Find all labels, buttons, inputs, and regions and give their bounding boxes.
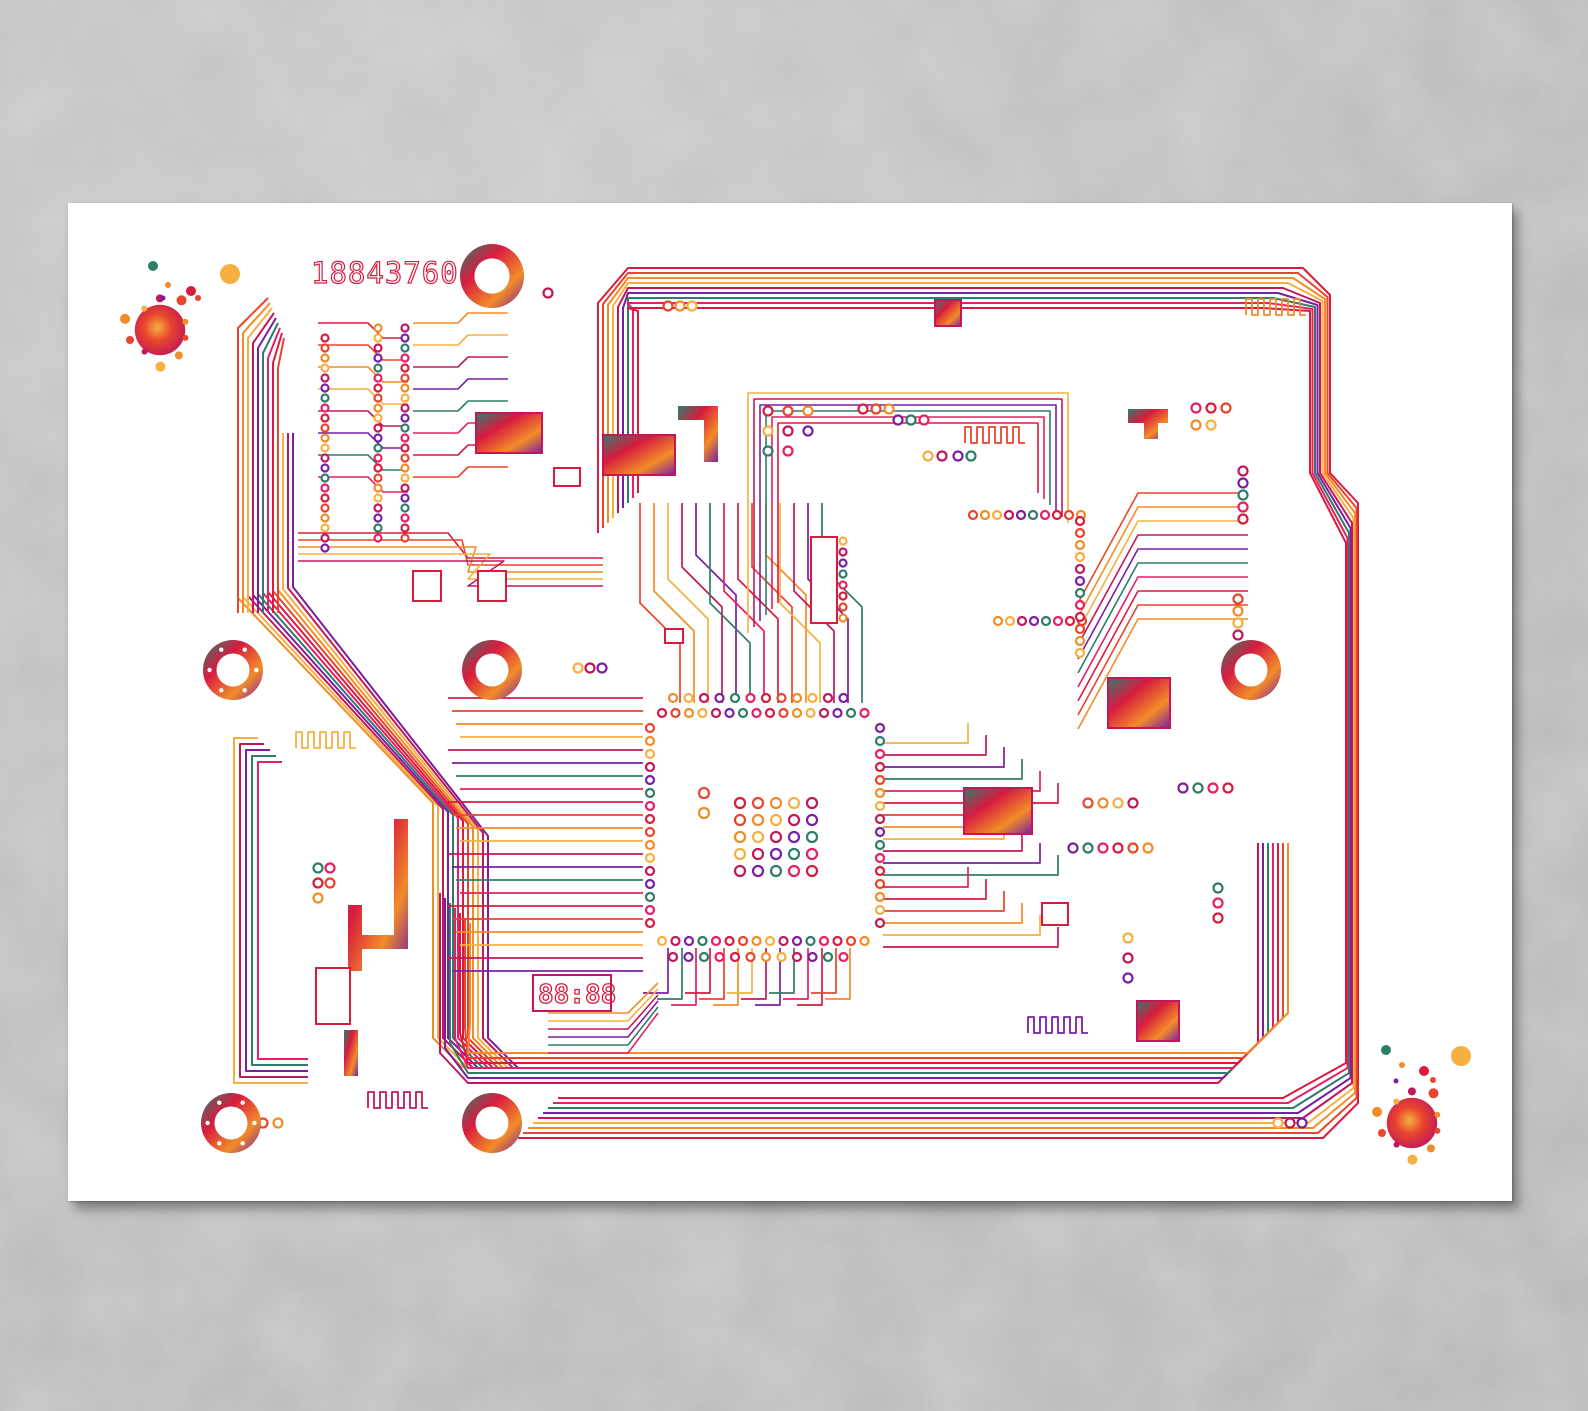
component-l-icon	[348, 819, 408, 971]
paint-drop	[148, 261, 158, 271]
chip-icon	[475, 412, 543, 454]
splatter-icon	[1372, 1087, 1441, 1165]
mounting-hole-icon	[1221, 640, 1281, 700]
chip-icon	[963, 787, 1033, 835]
paint-drop	[1381, 1045, 1391, 1055]
left-trace-bus	[233, 297, 308, 1084]
mounting-holes	[201, 244, 1281, 1153]
circuit-board-poster: 18843760	[68, 203, 1512, 1201]
component-l-icon	[678, 406, 718, 462]
paint-drop	[1451, 1046, 1471, 1066]
paint-drop	[160, 295, 166, 301]
paint-drop	[1399, 1062, 1405, 1068]
bottom-trace-bus	[439, 843, 1289, 1084]
segment-display-reading: 88:88	[538, 980, 616, 1010]
paint-drop	[1430, 1077, 1436, 1083]
chip-icon	[934, 299, 962, 327]
paint-drop	[1393, 1078, 1399, 1084]
paint-drop	[165, 282, 171, 288]
mounting-hole-icon	[201, 1093, 261, 1153]
circuit-board-artwork: 18843760	[120, 244, 1471, 1165]
splatter-icon	[120, 294, 189, 372]
serial-number: 18843760	[311, 256, 459, 290]
mounting-hole-icon	[462, 640, 522, 700]
segment-display-icon: 88:88	[532, 974, 617, 1012]
mounting-hole-icon	[462, 1093, 522, 1153]
mounting-hole-icon	[460, 244, 524, 308]
paint-drop	[1419, 1066, 1429, 1076]
chip-icon	[1136, 1000, 1180, 1042]
chip-icon	[602, 434, 676, 476]
chip-icon	[1107, 677, 1171, 729]
chip-icon	[810, 536, 838, 624]
outer-trace-bus	[518, 267, 1359, 1139]
component-icon	[344, 1030, 358, 1076]
paint-drop	[220, 264, 240, 284]
passive-components	[315, 467, 1069, 1025]
mounting-hole-icon	[203, 640, 263, 700]
component-icon	[1128, 409, 1168, 439]
paint-drop	[186, 286, 196, 296]
paint-drop	[195, 295, 201, 301]
cpu-footprint	[661, 723, 871, 933]
via-pads	[242, 287, 1308, 1129]
paint-splatters	[120, 261, 1471, 1165]
